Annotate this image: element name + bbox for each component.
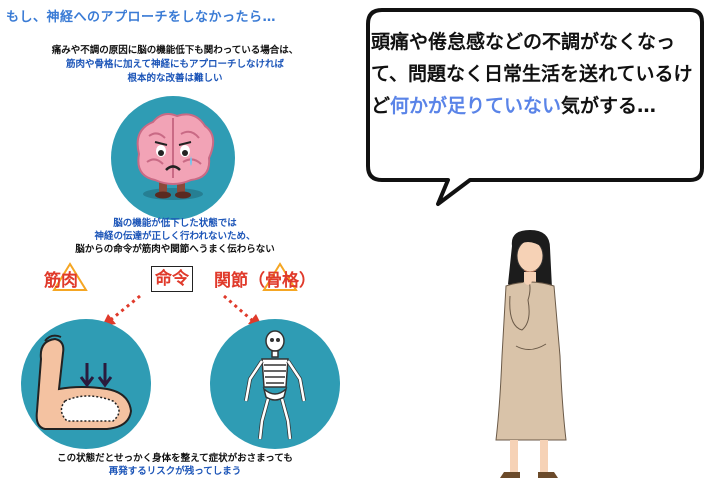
bottom-text: この状態だとせっかく身体を整えて症状がおさまっても 再発するリスクが残ってしまう <box>0 452 350 478</box>
term-command: 命令 <box>151 266 193 292</box>
intro-line-2: 筋肉や骨格に加えて神経にもアプローチしなければ <box>65 59 285 70</box>
skeleton-icon <box>244 330 306 440</box>
bottom-line-2: 再発するリスクが残ってしまう <box>108 466 242 477</box>
intro-line-1: 痛みや不調の原因に脳の機能低下も関わっている場合は、 <box>51 45 299 56</box>
intro-line-3: 根本的な改善は難しい <box>127 73 223 84</box>
muscle-illustration <box>21 319 151 449</box>
middle-line-3: 脳からの命令が筋肉や関節へうまく伝わらない <box>75 244 275 255</box>
sad-brain-icon <box>136 113 215 200</box>
middle-line-1: 脳の機能が低下した状態では <box>113 218 237 229</box>
intro-text: 痛みや不調の原因に脳の機能低下も関わっている場合は、 筋肉や骨格に加えて神経にも… <box>0 44 350 86</box>
middle-text: 脳の機能が低下した状態では 神経の伝達が正しく行われないため、 脳からの命令が筋… <box>0 217 350 256</box>
bubble-highlight: 何かが足りていない <box>390 95 562 117</box>
term-muscle: 筋肉 <box>44 271 78 291</box>
bubble-text-part-1: 頭痛や倦怠感などの不調がなくなって、問題なく日常生活を送れているけど <box>371 31 693 117</box>
skeleton-illustration <box>210 319 340 449</box>
brain-illustration <box>111 96 235 220</box>
bubble-text-part-2: 気がする… <box>561 95 657 117</box>
warning-triangle-icon <box>52 262 88 291</box>
thinking-woman-icon <box>495 230 567 478</box>
middle-line-2: 神経の伝達が正しく行われないため、 <box>94 231 256 242</box>
bottom-line-1: この状態だとせっかく身体を整えて症状がおさまっても <box>57 453 293 464</box>
speech-bubble-text: 頭痛や倦怠感などの不調がなくなって、問題なく日常生活を送れているけど何かが足りて… <box>371 26 697 122</box>
flexed-arm-icon <box>35 334 133 430</box>
term-joint: 関節（骨格） <box>214 271 316 291</box>
page-heading: もし、神経へのアプローチをしなかったら… <box>6 10 277 25</box>
warning-triangle-icon <box>262 262 298 291</box>
